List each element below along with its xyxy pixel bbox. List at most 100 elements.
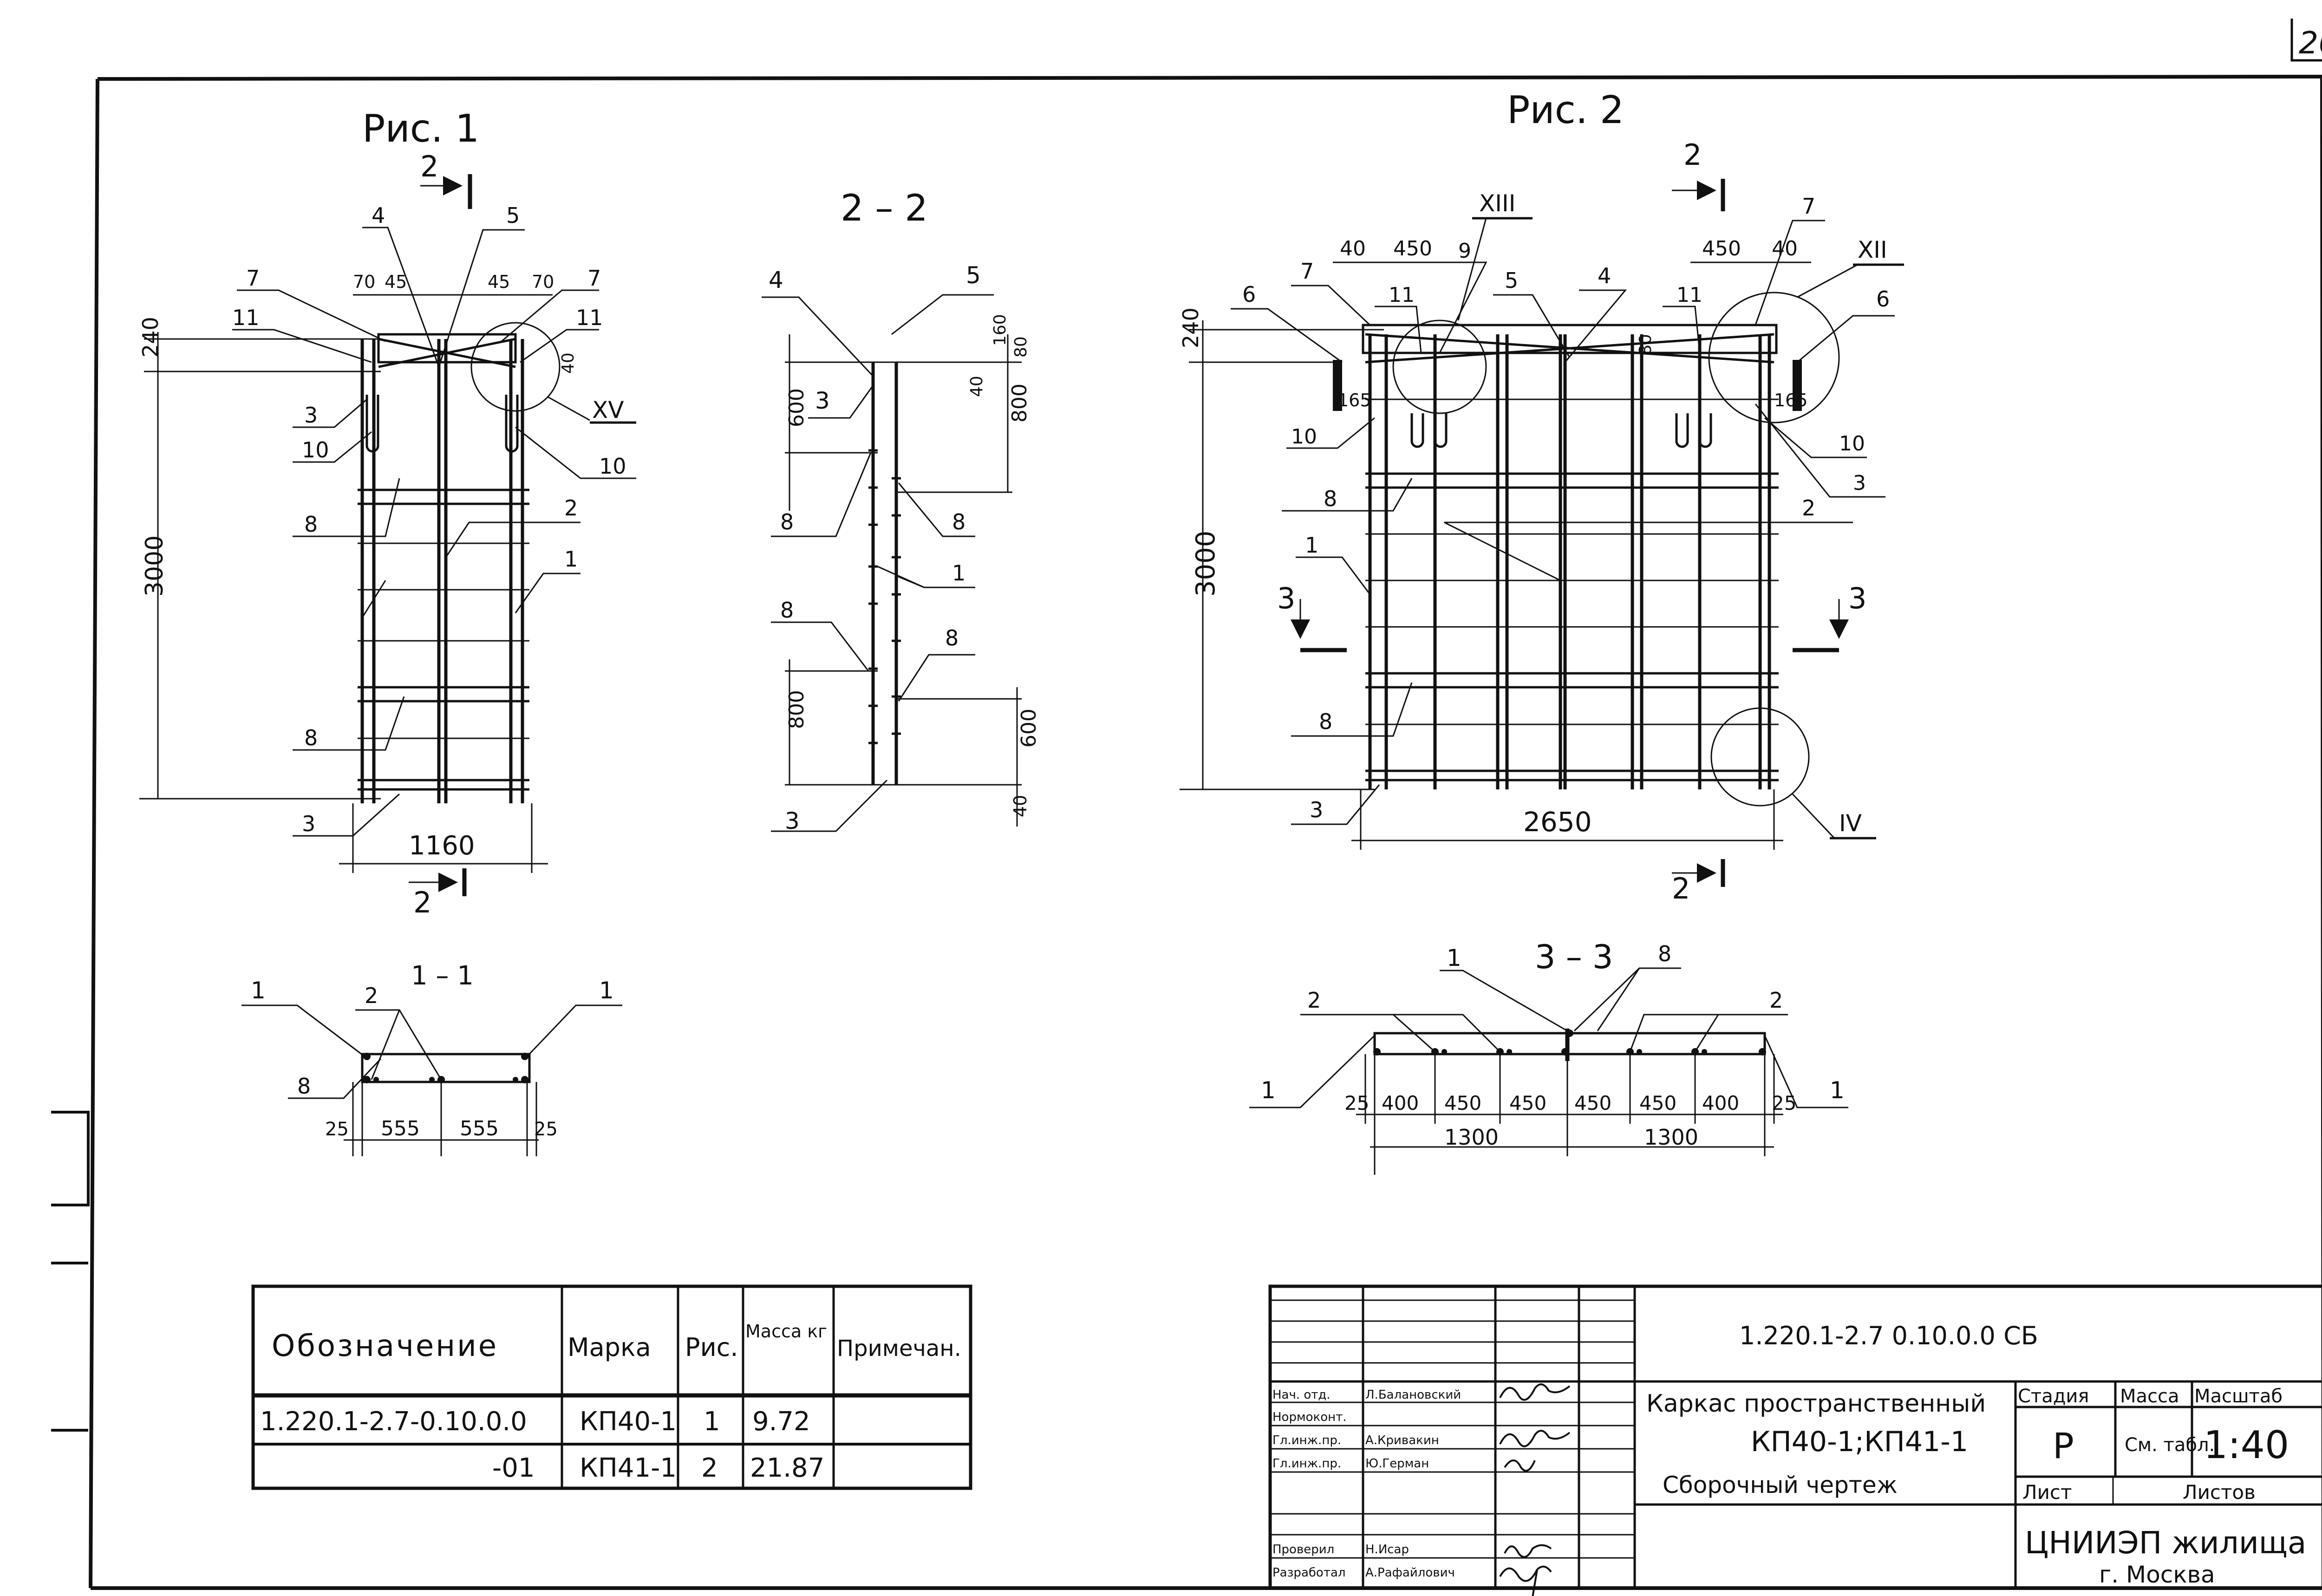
sec33-callout-8: 8: [1658, 941, 1671, 966]
sec22-dim-800a: 800: [1008, 384, 1031, 423]
fig1-cage: [358, 333, 529, 803]
fig2-node-XIII: XIII: [1479, 190, 1516, 217]
sec33-callout-1-right: 1: [1830, 1077, 1845, 1104]
title-mass-value: См. табл.: [2125, 1434, 2215, 1456]
fig2-dim-40b: 40: [1772, 237, 1798, 261]
sec22-dim-600b: 600: [1017, 709, 1041, 748]
fig2-callout-3a: 3: [1853, 471, 1866, 495]
fig1-title: Рис. 1: [362, 107, 479, 151]
fig2-dim-3000: 3000: [1191, 530, 1221, 597]
sec33-dim-1300a: 1300: [1444, 1125, 1499, 1150]
fig2-cut-3-left: 3: [1277, 581, 1295, 615]
fig1-dim-3000: 3000: [141, 535, 169, 597]
sec11-callout-1-right: 1: [599, 977, 614, 1004]
spec-row1-mark: КП40-1: [580, 1407, 677, 1437]
fig2-drawing: Рис. 2 2 40 450 450 40 XIII XII 7 11 9 5…: [1178, 88, 1904, 905]
section-3-3: 3 – 3 1 8 2 2 1 1: [1249, 938, 1848, 1175]
fig1-node-XV: XV: [592, 397, 624, 423]
sec33-callout-1-left: 1: [1261, 1077, 1276, 1104]
fig1-dim-45b: 45: [488, 272, 510, 292]
sec33-callout-1-top: 1: [1447, 945, 1461, 971]
title-sheets-label: Листов: [2183, 1481, 2256, 1504]
fig2-dim-165a: 165: [1337, 390, 1371, 410]
sec33-dim-25b: 25: [1772, 1092, 1796, 1114]
fig2-dim-450b: 450: [1702, 237, 1741, 261]
fig2-callout-2: 2: [1802, 495, 1815, 521]
sec22-callout-3b: 3: [785, 808, 800, 834]
fig1-callout-2: 2: [564, 495, 578, 521]
sec22-dim-800b: 800: [785, 690, 809, 729]
fig1-dim-40: 40: [559, 352, 578, 374]
sec22-callout-4: 4: [769, 267, 783, 293]
sec22-callout-8d: 8: [945, 625, 959, 651]
fig2-callout-1: 1: [1305, 533, 1318, 558]
sec33-dim-450d: 450: [1639, 1092, 1676, 1114]
sheet-frame: [51, 19, 2322, 1590]
spec-row2-mass: 21.87: [750, 1453, 824, 1483]
sec22-callout-8a: 8: [780, 509, 794, 534]
title-name-line2: КП40-1;КП41-1: [1751, 1426, 1968, 1458]
sec33-dim-ticks: [1364, 1054, 1775, 1175]
fig2-callout-3b: 3: [1310, 797, 1323, 822]
spec-row2-fig: 2: [701, 1453, 718, 1483]
spec-row2-mark: КП41-1: [580, 1453, 677, 1483]
title-block: 1.220.1-2.7 0.10.0.0 СБ Каркас пространс…: [1268, 1284, 2322, 1596]
sec33-dim-450a: 450: [1444, 1092, 1481, 1114]
section-2-2-title: 2 – 2: [841, 188, 928, 229]
sec11-callout-8: 8: [297, 1074, 311, 1099]
title-org-line1: ЦНИИЭП жилища: [2025, 1525, 2306, 1561]
spec-header-designation: Обозначение: [272, 1329, 498, 1363]
sig-role-3: Гл.инж.пр.: [1272, 1433, 1341, 1447]
title-scale-label: Масштаб: [2194, 1386, 2283, 1407]
fig2-callout-7-right: 7: [1802, 194, 1815, 219]
fig2-callout-10-left: 10: [1291, 425, 1317, 449]
sec22-callout-5: 5: [966, 262, 981, 289]
fig1-callout-8a: 8: [304, 512, 318, 537]
fig2-cut-bottom-label: 2: [1672, 872, 1690, 905]
fig1-callout-10-right: 10: [599, 454, 626, 479]
fig1-dim-240: 240: [138, 317, 163, 358]
sec11-callout-1-left: 1: [251, 977, 266, 1004]
fig1-dim-70b: 70: [532, 272, 554, 292]
fig1-callout-3a: 3: [304, 403, 318, 428]
fig2-callout-4: 4: [1598, 263, 1611, 288]
fig2-dim-2650: 2650: [1523, 806, 1592, 838]
sec33-dim-450b: 450: [1509, 1092, 1546, 1114]
sec11-dim-25b: 25: [534, 1119, 558, 1140]
fig2-callout-10-right: 10: [1839, 432, 1865, 456]
fig2-callout-6-right: 6: [1876, 287, 1890, 312]
fig2-title: Рис. 2: [1507, 88, 1624, 132]
sec22-ticks: [868, 449, 901, 744]
sec33-callout-2-right: 2: [1769, 988, 1783, 1013]
fig1-callout-7-right: 7: [587, 266, 601, 291]
sec22-dim-40b: 40: [1010, 795, 1031, 817]
fig1-cut-top-label: 2: [420, 150, 438, 183]
title-org-line2: г. Москва: [2099, 1561, 2215, 1588]
fig1-dim-1160: 1160: [409, 831, 475, 861]
sec22-callout-3a: 3: [815, 387, 830, 414]
section-1-1: 1 – 1 1 1 2 8 25 555 555 25: [241, 961, 622, 1156]
sec33-dim-1300b: 1300: [1644, 1125, 1698, 1150]
fig2-dim-40a: 40: [1340, 237, 1366, 261]
fig1-dim-70a: 70: [353, 272, 375, 292]
sig-name-6: Н.Исар: [1365, 1543, 1409, 1557]
fig2-node-IV: IV: [1839, 810, 1862, 837]
sec33-dim-450c: 450: [1574, 1092, 1611, 1114]
fig1-callout-7-left: 7: [246, 266, 260, 291]
fig2-dim-240: 240: [1178, 307, 1203, 348]
sec11-dim-555b: 555: [460, 1117, 499, 1140]
fig2-callout-11-left: 11: [1389, 283, 1415, 307]
title-code: 1.220.1-2.7 0.10.0.0 СБ: [1739, 1321, 2038, 1350]
sec33-dim-25a: 25: [1344, 1092, 1369, 1114]
fig2-dim-450a: 450: [1393, 237, 1432, 261]
section-1-1-title: 1 – 1: [411, 961, 474, 991]
spec-row1-mass: 9.72: [752, 1407, 810, 1437]
title-stage-label: Стадия: [2018, 1386, 2089, 1407]
fig2-cage: [1333, 324, 1802, 789]
spec-table: Обозначение Марка Рис. Масса кг Примечан…: [251, 1284, 972, 1490]
title-name-line1: Каркас пространственный: [1646, 1390, 1986, 1418]
fig1-dim-45a: 45: [385, 272, 407, 292]
fig2-cut-top-label: 2: [1683, 138, 1702, 172]
sec22-callout-8c: 8: [780, 598, 794, 623]
